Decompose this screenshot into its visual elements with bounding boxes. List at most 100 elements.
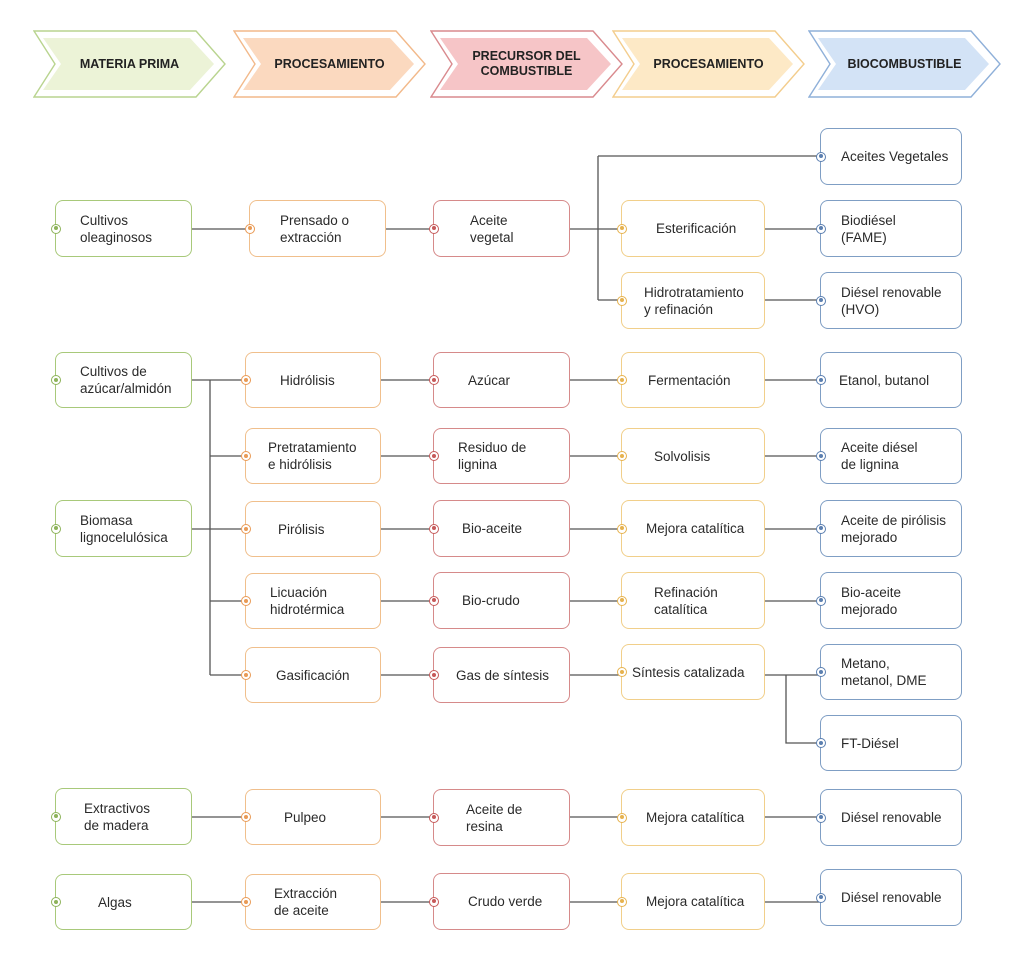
connector-dot-icon [617, 451, 627, 461]
node-pc-biocrudo: Bio-crudo [429, 572, 570, 629]
connector-dot-icon [51, 223, 61, 234]
connector-dot-icon [241, 897, 251, 907]
node-p2-hidrotratamiento: Hidrotratamiento y refinación [617, 272, 765, 329]
connector-dot-icon [617, 523, 627, 534]
connector-dot-icon [816, 595, 826, 606]
connector-dot-icon [241, 524, 251, 534]
node-pc-crudo-verde: Crudo verde [429, 873, 570, 930]
node-label: Mejora catalítica [646, 521, 745, 536]
node-label: Bio-crudo [462, 593, 520, 608]
node-label: Refinación catalítica [654, 584, 718, 617]
connector-dot-icon [241, 670, 251, 680]
column-header-5: BIOCOMBUSTIBLE [808, 30, 1001, 98]
connector-dot-icon [816, 223, 826, 234]
connector-dot-icon [51, 897, 61, 907]
column-header-label: MATERIA PRIMA [79, 56, 180, 71]
node-label: Mejora catalítica [646, 894, 745, 909]
node-label: Prensado o extracción [280, 212, 350, 245]
connector-dot-icon [241, 812, 251, 822]
connector-dot-icon [241, 596, 251, 606]
node-label: Hidrotratamiento y refinación [644, 284, 744, 317]
connector-dot-icon [816, 667, 826, 677]
node-p2-solvolisis: Solvolisis [617, 428, 765, 484]
node-label: Solvolisis [654, 448, 711, 464]
column-header-1: MATERIA PRIMA [33, 30, 226, 98]
node-bf-diesel-hvo: Diésel renovable (HVO) [816, 272, 962, 329]
column-header-label: PRECURSOR DEL COMBUSTIBLE [472, 49, 581, 78]
chevron-shape [33, 30, 226, 98]
node-raw-oleaginosos: Cultivos oleaginosos [51, 200, 192, 257]
node-label: Cultivos de azúcar/almidón [80, 364, 172, 396]
connector-dot-icon [51, 523, 61, 534]
node-bf-biodiesel: Biodiésel (FAME) [816, 200, 962, 257]
connector-dot-icon [51, 375, 61, 385]
connector-dot-icon [617, 375, 627, 385]
node-pc-bioaceite: Bio-aceite [429, 500, 570, 557]
node-label: Extractivos de madera [84, 800, 151, 833]
node-label: Aceite vegetal [470, 212, 514, 245]
node-p1-gasificacion: Gasificación [241, 647, 381, 703]
connector-dot-icon [429, 812, 439, 823]
node-label: Diésel renovable (HVO) [841, 284, 942, 317]
column-header-label: PROCESAMIENTO [653, 56, 764, 71]
connector-dot-icon [816, 523, 826, 534]
connector-dot-icon [617, 812, 627, 823]
node-p2-sintesis: Síntesis catalizada [617, 644, 765, 700]
node-label: Gas de síntesis [456, 667, 550, 683]
connector [785, 675, 820, 744]
column-header-3: PRECURSOR DEL COMBUSTIBLE [430, 30, 623, 98]
node-label: Aceite diésel de lignina [841, 440, 918, 472]
connector-dot-icon [816, 451, 826, 461]
node-label: Pretratamiento e hidrólisis [268, 440, 357, 472]
connector-dot-icon [816, 892, 826, 903]
chevron-shape [808, 30, 1001, 98]
node-label: Etanol, butanol [839, 372, 930, 388]
node-label: Azúcar [468, 372, 511, 388]
node-label: Aceite de pirólisis mejorado [841, 512, 947, 545]
node-label: Esterificación [656, 221, 737, 236]
connector-dot-icon [429, 595, 439, 606]
connector-dot-icon [241, 451, 251, 461]
node-p1-licuacion: Licuación hidrotérmica [241, 573, 381, 629]
node-label: Mejora catalítica [646, 810, 745, 825]
connector-dot-icon [617, 896, 627, 907]
node-pc-resina: Aceite de resina [429, 789, 570, 846]
node-p2-fermentacion: Fermentación [617, 352, 765, 408]
node-label: FT-Diésel [841, 735, 899, 751]
node-pc-gas: Gas de síntesis [429, 647, 570, 703]
node-raw-azucar: Cultivos de azúcar/almidón [51, 352, 192, 408]
node-label: Bio-aceite mejorado [841, 584, 902, 617]
node-bf-metano: Metano, metanol, DME [816, 644, 962, 700]
node-p1-pulpeo: Pulpeo [241, 789, 381, 845]
chevron-shape [233, 30, 426, 98]
node-raw-extractivos: Extractivos de madera [51, 788, 192, 845]
node-label: Residuo de lignina [458, 440, 527, 472]
node-raw-biomasa: Biomasa lignocelulósica [51, 500, 192, 557]
node-p1-pirolisis: Pirólisis [241, 501, 381, 557]
node-p2-refinacion: Refinación catalítica [617, 572, 765, 629]
node-label: Gasificación [276, 667, 350, 683]
column-header-label: BIOCOMBUSTIBLE [847, 56, 962, 71]
connector-dot-icon [617, 295, 627, 306]
node-label: Pulpeo [284, 809, 327, 825]
node-label: Diésel renovable [841, 810, 942, 825]
connector-dot-icon [617, 595, 627, 606]
node-bf-aceite-diesel-lignina: Aceite diésel de lignina [816, 428, 962, 484]
node-bf-aceite-pirolisis: Aceite de pirólisis mejorado [816, 500, 962, 557]
node-label: Extracción de aceite [274, 886, 338, 918]
chevron-shape [612, 30, 805, 98]
connector-dot-icon [816, 738, 826, 748]
column-header-2: PROCESAMIENTO [233, 30, 426, 98]
node-bf-diesel-2: Diésel renovable [816, 869, 962, 926]
connector-dot-icon [617, 667, 627, 677]
node-label: Metano, metanol, DME [841, 656, 927, 688]
node-bf-bioaceite-mejorado: Bio-aceite mejorado [816, 572, 962, 629]
node-pc-azucar: Azúcar [429, 352, 570, 408]
node-label: Cultivos oleaginosos [80, 212, 153, 245]
connector-dot-icon [429, 896, 439, 907]
connector-dot-icon [241, 375, 251, 385]
node-label: Hidrólisis [280, 372, 335, 388]
connector-dot-icon [816, 295, 826, 306]
